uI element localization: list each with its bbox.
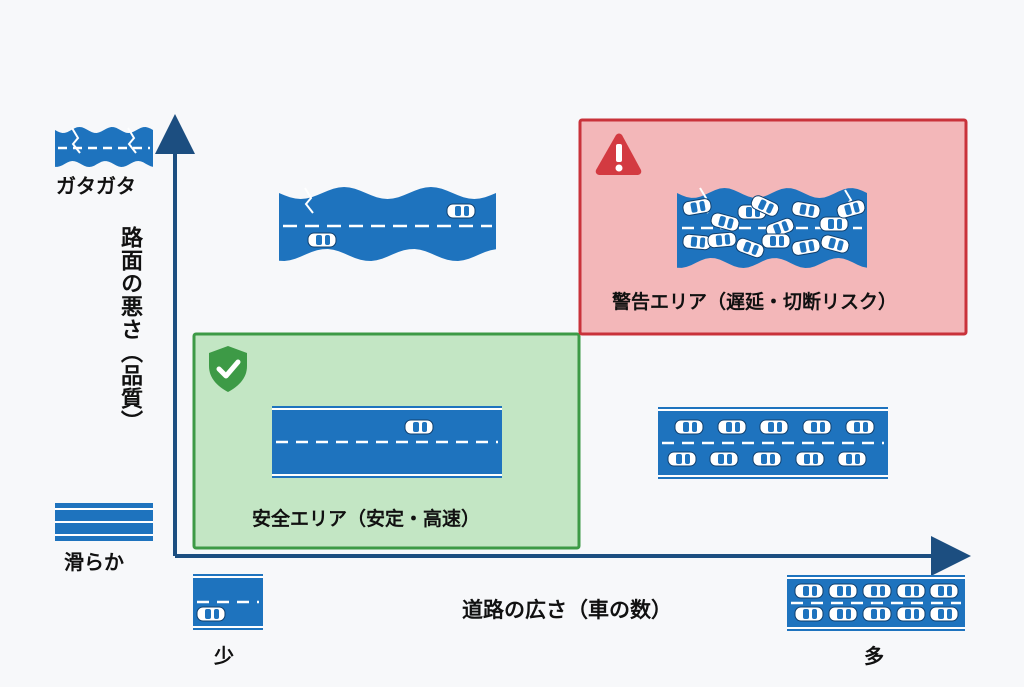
shield-check-icon bbox=[209, 346, 247, 392]
car-icon bbox=[682, 198, 712, 216]
car-icon bbox=[674, 419, 704, 435]
bumpy-road-few-cars bbox=[279, 187, 496, 261]
smooth-road-few-cars bbox=[272, 406, 502, 478]
car-icon bbox=[837, 451, 867, 467]
warning-zone-label: 警告エリア（遅延・切断リスク） bbox=[612, 291, 898, 313]
smooth-road-many-cars bbox=[658, 407, 888, 479]
car-icon bbox=[446, 203, 476, 219]
car-icon bbox=[896, 606, 926, 622]
car-icon bbox=[819, 216, 849, 232]
bumpy-road-legend bbox=[55, 127, 153, 167]
car-icon bbox=[896, 583, 926, 599]
car-icon bbox=[794, 583, 824, 599]
car-icon bbox=[791, 201, 821, 219]
car-icon bbox=[791, 238, 821, 256]
bumpy-road-many-cars bbox=[677, 187, 867, 268]
road-illustrations bbox=[55, 127, 965, 631]
x-axis-label: 道路の広さ（車の数） bbox=[462, 598, 672, 622]
y-axis-label: 路面の悪さ（品質） bbox=[117, 226, 142, 433]
warning-triangle-icon bbox=[595, 133, 642, 175]
y-axis-low-label: 滑らか bbox=[64, 550, 124, 574]
car-icon bbox=[794, 606, 824, 622]
car-icon bbox=[761, 233, 791, 249]
car-icon bbox=[929, 606, 959, 622]
car-icon bbox=[750, 195, 780, 217]
car-icon bbox=[667, 451, 697, 467]
car-icon bbox=[828, 583, 858, 599]
car-icon bbox=[845, 419, 875, 435]
car-icon bbox=[929, 583, 959, 599]
car-icon bbox=[196, 606, 226, 622]
car-icon bbox=[682, 233, 712, 251]
x-axis-low-label: 少 bbox=[214, 644, 234, 668]
car-icon bbox=[820, 234, 850, 254]
car-icon bbox=[710, 212, 740, 232]
car-icon bbox=[404, 419, 434, 435]
car-icon bbox=[707, 231, 737, 249]
x-axis-high-label: 多 bbox=[864, 644, 884, 668]
y-axis-high-label: ガタガタ bbox=[56, 174, 136, 198]
car-icon bbox=[862, 583, 892, 599]
narrow-road-legend bbox=[193, 574, 263, 630]
car-icon bbox=[802, 419, 832, 435]
car-icon bbox=[709, 451, 739, 467]
car-icon bbox=[759, 419, 789, 435]
car-icon bbox=[795, 451, 825, 467]
car-icon bbox=[307, 232, 337, 248]
wide-road-legend bbox=[787, 575, 965, 631]
smooth-road-legend bbox=[55, 503, 153, 541]
car-icon bbox=[862, 606, 892, 622]
car-icon bbox=[735, 237, 765, 259]
car-icon bbox=[752, 451, 782, 467]
car-icon bbox=[836, 199, 866, 219]
car-icon bbox=[828, 606, 858, 622]
safe-zone-label: 安全エリア（安定・高速） bbox=[252, 508, 481, 530]
car-icon bbox=[717, 419, 747, 435]
